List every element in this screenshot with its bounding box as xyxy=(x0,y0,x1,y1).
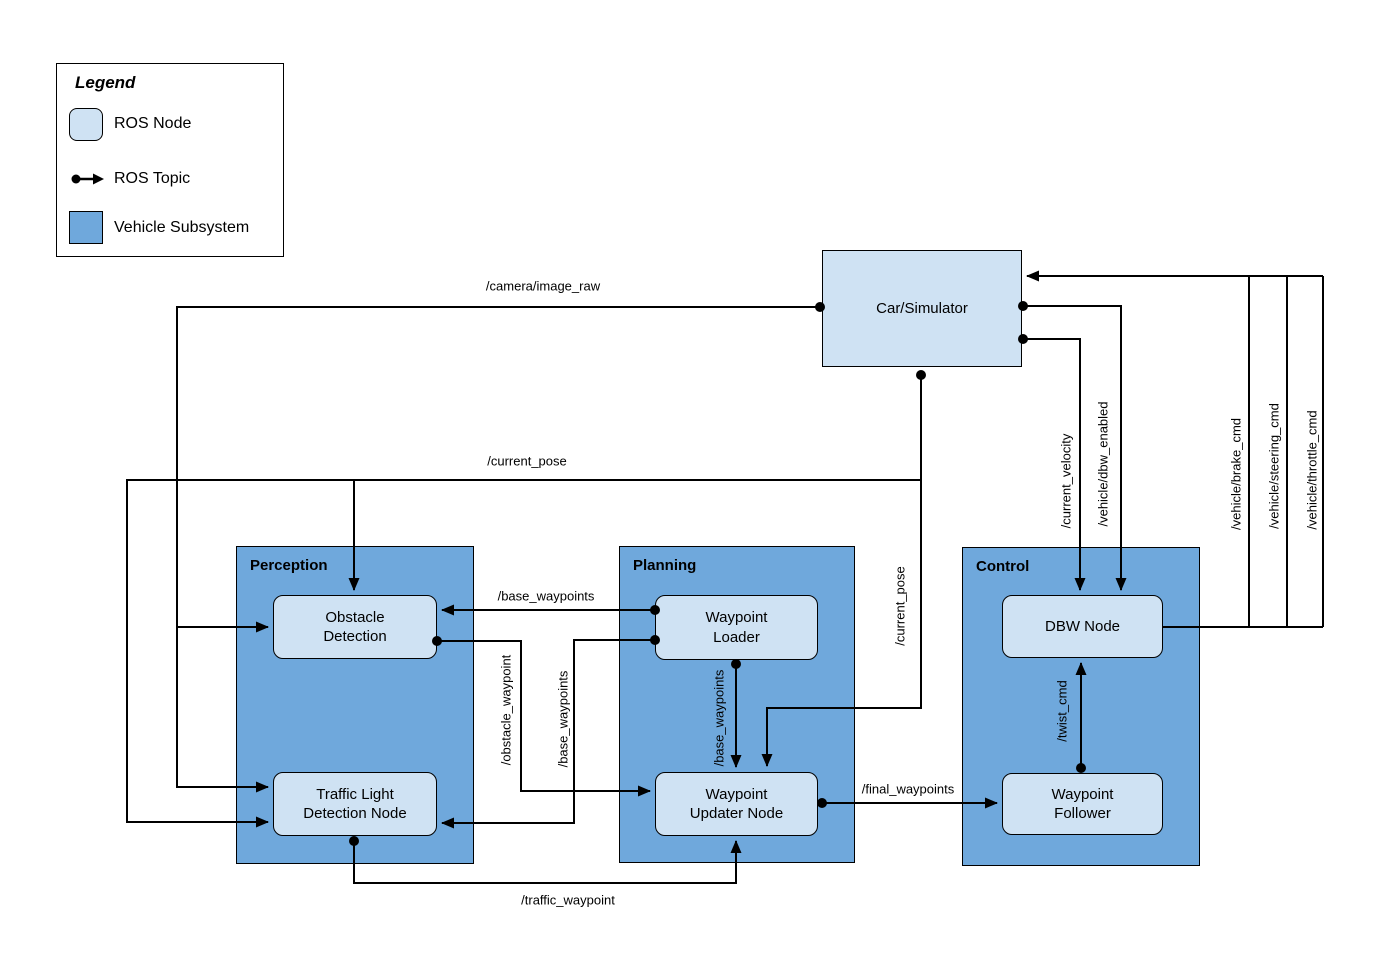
legend-item-label: ROS Topic xyxy=(114,170,191,187)
topic-label-final-waypoints: /final_waypoints xyxy=(861,781,955,797)
subsystem-control-title: Control xyxy=(976,558,1030,575)
ros-topic-arrow-icon xyxy=(71,173,104,185)
topic-label-traffic-waypoint: /traffic_waypoint xyxy=(521,892,615,908)
edge-dot xyxy=(916,370,926,380)
node-waypoint-follower: Waypoint Follower xyxy=(1002,773,1163,835)
topic-label-vehicle-steering-cmd: /vehicle/steering_cmd xyxy=(1266,403,1282,529)
node-car-simulator: Car/Simulator xyxy=(822,250,1022,367)
node-car-simulator-label: Car/Simulator xyxy=(876,299,968,317)
topic-label-obstacle-waypoint: /obstacle_waypoint xyxy=(498,654,514,766)
node-waypoint-updater: Waypoint Updater Node xyxy=(655,772,818,836)
topic-label-base-waypoints: /base_waypoints xyxy=(497,588,595,604)
node-waypoint-updater-label: Waypoint Updater Node xyxy=(689,785,784,823)
legend: Legend ROS Node ROS Topic Vehicle Subsys… xyxy=(56,63,284,257)
topic-label-vehicle-brake-cmd: /vehicle/brake_cmd xyxy=(1228,418,1244,530)
node-dbw: DBW Node xyxy=(1002,595,1163,658)
node-obstacle-detection-label: Obstacle Detection xyxy=(323,608,387,646)
subsystem-perception-title: Perception xyxy=(250,557,328,574)
topic-label-base-waypoints-vertical: /base_waypoints xyxy=(555,670,571,768)
subsystem-planning-title: Planning xyxy=(633,557,697,574)
topic-label-current-pose-vertical: /current_pose xyxy=(892,566,908,646)
legend-item-label: Vehicle Subsystem xyxy=(114,219,250,236)
topic-label-vehicle-throttle-cmd: /vehicle/throttle_cmd xyxy=(1304,410,1320,530)
node-dbw-label: DBW Node xyxy=(1044,617,1121,635)
vehicle-subsystem-swatch-icon xyxy=(69,211,103,244)
node-waypoint-follower-label: Waypoint Follower xyxy=(1051,785,1114,823)
legend-item-label: ROS Node xyxy=(114,115,192,132)
topic-label-camera-image-raw: /camera/image_raw xyxy=(485,278,601,294)
topic-label-base-waypoints-planning: /base_waypoints xyxy=(711,669,727,767)
ros-node-swatch-icon xyxy=(69,108,103,141)
node-waypoint-loader: Waypoint Loader xyxy=(655,595,818,660)
node-waypoint-loader-label: Waypoint Loader xyxy=(705,609,768,646)
node-traffic-light-detection-label: Traffic Light Detection Node xyxy=(303,785,407,823)
node-traffic-light-detection: Traffic Light Detection Node xyxy=(273,772,437,836)
node-obstacle-detection: Obstacle Detection xyxy=(273,595,437,659)
topic-label-vehicle-dbw-enabled: /vehicle/dbw_enabled xyxy=(1095,401,1111,527)
topic-label-current-velocity: /current_velocity xyxy=(1058,433,1074,529)
topic-label-current-pose: /current_pose xyxy=(487,453,567,469)
topic-label-twist-cmd: /twist_cmd xyxy=(1054,680,1070,742)
legend-title: Legend xyxy=(75,73,136,92)
